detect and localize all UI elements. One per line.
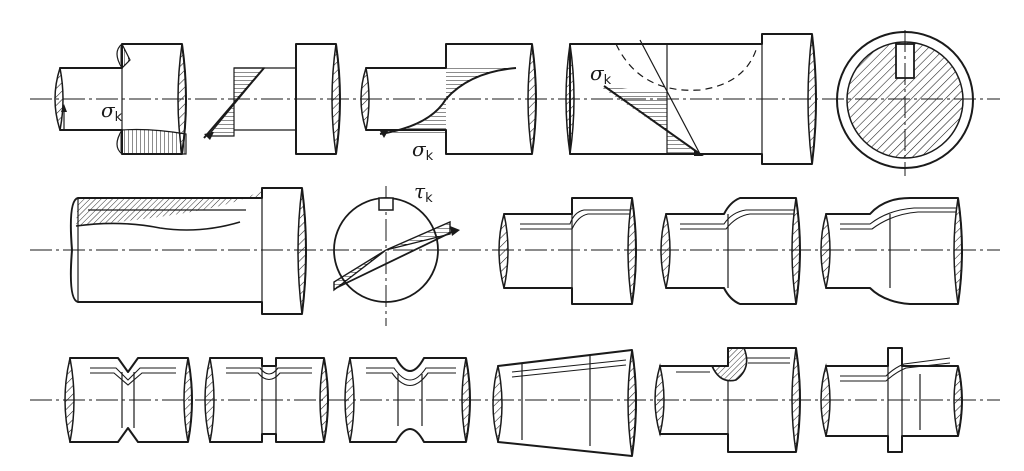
label-tau-k: τk: [414, 179, 433, 206]
fig-flange-shaft-stress: σk: [565, 33, 817, 165]
fig-sharp-shoulder: [498, 197, 637, 305]
fig-stepped-shaft-stress-2: [203, 43, 341, 155]
fig-torsion-cross-section: τk: [333, 179, 460, 326]
fig-round-groove: [344, 357, 471, 443]
fig-tapered-shaft: [492, 349, 637, 457]
fig-stepped-shaft-stress-1: σk: [54, 43, 187, 155]
label-sigma-k-3: σk: [590, 61, 612, 88]
fig-rect-groove: [204, 357, 329, 443]
fig-collar: [820, 347, 963, 453]
label-sigma-k-2: σk: [412, 137, 434, 164]
fig-hollow-shaft-section: [69, 187, 307, 315]
label-sigma-k-1: σk: [101, 98, 123, 125]
fig-large-fillet-shoulder: [820, 197, 963, 305]
fig-shoulder-with-keyway: [654, 347, 801, 453]
fig-stepped-shaft-stress-3: σk: [360, 43, 537, 164]
fig-v-groove: [64, 357, 193, 443]
fig-keyed-cross-section: [836, 30, 974, 176]
fig-fillet-shoulder: [660, 197, 801, 305]
